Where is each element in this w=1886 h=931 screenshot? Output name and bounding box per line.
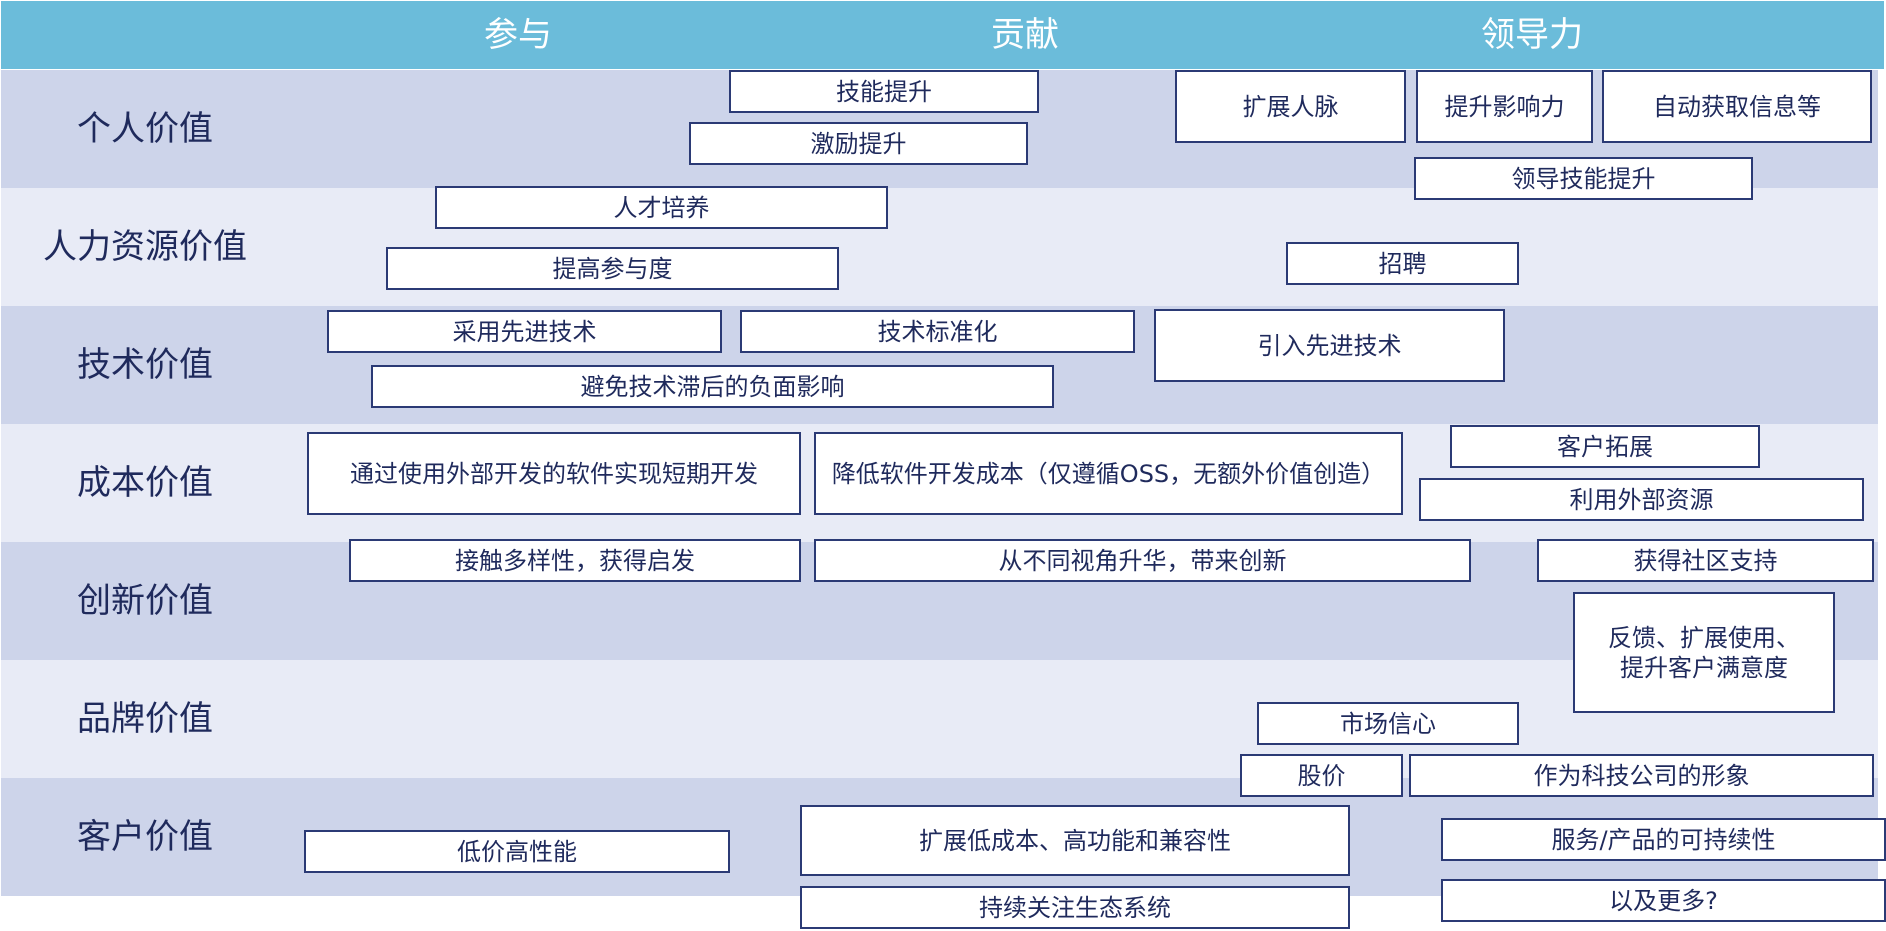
box-customer-expand: 客户拓展 [1450, 425, 1760, 468]
box-market-confidence: 市场信心 [1257, 702, 1519, 745]
box-tech-image: 作为科技公司的形象 [1409, 754, 1874, 797]
column-title-contribution: 贡献 [991, 15, 1059, 55]
box-feedback: 反馈、扩展使用、提升客户满意度 [1573, 592, 1835, 713]
row-label-innovation: 创新价值 [77, 581, 213, 621]
box-and-more: 以及更多? [1441, 879, 1886, 922]
box-external-resources: 利用外部资源 [1419, 478, 1864, 521]
box-community-support: 获得社区支持 [1537, 539, 1874, 582]
column-header-bar: 参与 贡献 领导力 [1, 1, 1884, 69]
row-band-hr [1, 188, 1878, 306]
box-avoid-lag: 避免技术滞后的负面影响 [371, 365, 1054, 408]
row-label-customer: 客户价值 [77, 817, 213, 857]
box-short-term-dev: 通过使用外部开发的软件实现短期开发 [307, 432, 801, 515]
box-skill-up: 技能提升 [729, 70, 1039, 113]
box-recruit: 招聘 [1286, 242, 1519, 285]
box-diversity: 接触多样性，获得启发 [349, 539, 801, 582]
box-leadership-skill: 领导技能提升 [1414, 157, 1753, 200]
box-reduce-cost: 降低软件开发成本（仅遵循OSS，无额外价值创造） [814, 432, 1403, 515]
box-engagement: 提高参与度 [386, 247, 839, 290]
box-feedback-text: 反馈、扩展使用、提升客户满意度 [1608, 623, 1800, 682]
box-introduce-tech: 引入先进技术 [1154, 309, 1505, 382]
row-label-personal: 个人价值 [77, 109, 213, 149]
box-perspectives: 从不同视角升华，带来创新 [814, 539, 1471, 582]
row-label-tech: 技术价值 [77, 345, 213, 385]
box-tech-standard: 技术标准化 [740, 310, 1135, 353]
row-label-cost: 成本价值 [77, 463, 213, 503]
column-title-participation: 参与 [484, 15, 552, 55]
box-motivation-up: 激励提升 [689, 122, 1028, 165]
box-adopt-tech: 采用先进技术 [327, 310, 722, 353]
row-label-hr: 人力资源价值 [43, 227, 247, 267]
box-sustainability: 服务/产品的可持续性 [1441, 818, 1886, 861]
box-ecosystem: 持续关注生态系统 [800, 886, 1350, 929]
box-stock-price: 股价 [1240, 754, 1403, 797]
column-title-leadership: 领导力 [1481, 15, 1583, 55]
box-expand-network: 扩展人脉 [1175, 70, 1406, 143]
box-talent-dev: 人才培养 [435, 186, 888, 229]
box-auto-info: 自动获取信息等 [1602, 70, 1872, 143]
box-low-price: 低价高性能 [304, 830, 730, 873]
box-raise-influence: 提升影响力 [1416, 70, 1593, 143]
row-label-brand: 品牌价值 [77, 699, 213, 739]
box-expand-compat: 扩展低成本、高功能和兼容性 [800, 805, 1350, 876]
